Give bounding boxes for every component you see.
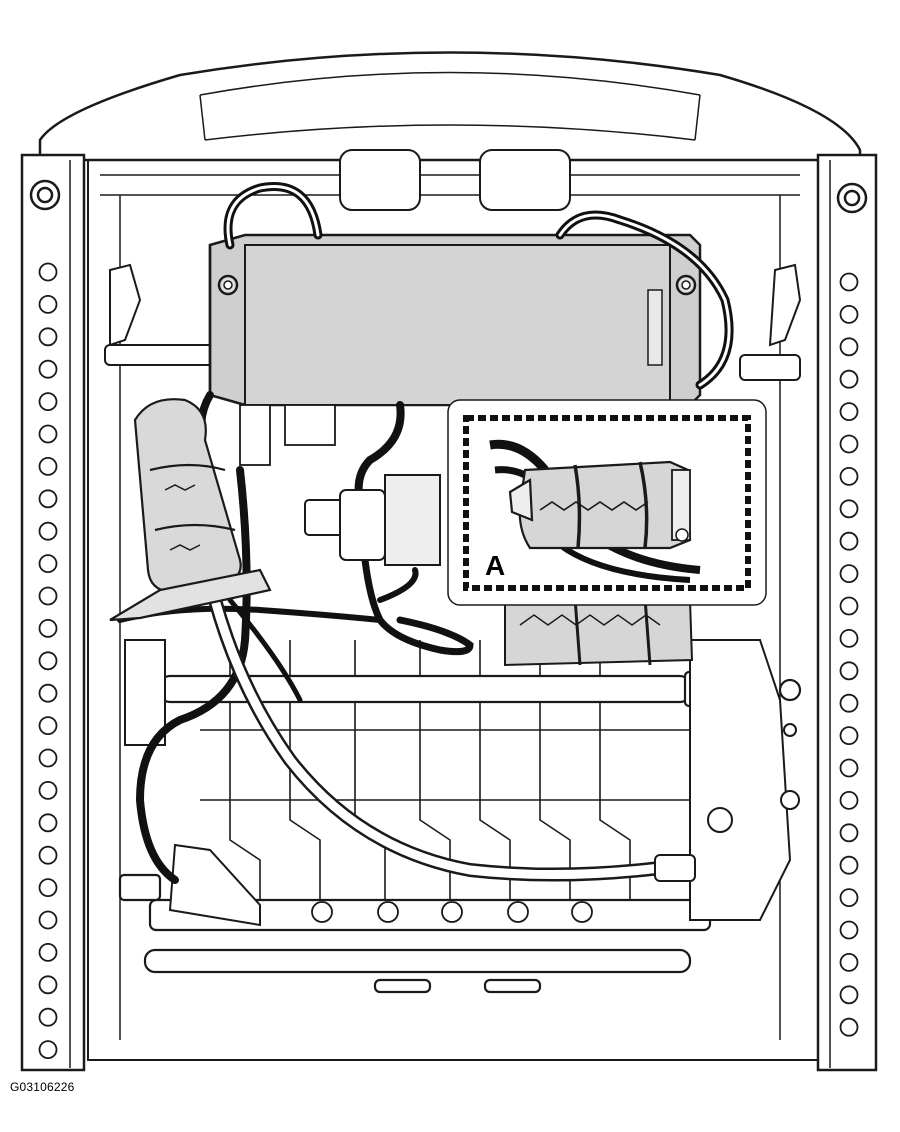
- rail-hole: [839, 434, 859, 454]
- rail-hole: [839, 953, 859, 972]
- rail-hole: [839, 661, 859, 681]
- rail-hole: [38, 424, 58, 444]
- rail-hole: [38, 456, 58, 476]
- rail-hole: [38, 619, 58, 638]
- rail-hole: [38, 489, 58, 509]
- inner-frame: [87, 149, 819, 1061]
- rail-hole: [38, 521, 58, 541]
- detail-callout-box: A: [447, 399, 767, 606]
- rail-hole: [839, 726, 859, 745]
- rail-hole: [38, 1040, 58, 1059]
- bar-hole: [507, 901, 529, 923]
- rail-hole: [38, 748, 58, 768]
- rail-hole: [38, 651, 58, 671]
- bar-hole: [377, 901, 399, 923]
- rail-hole: [839, 272, 859, 292]
- rail-hole: [839, 1017, 859, 1037]
- rail-hole: [38, 683, 58, 703]
- rail-hole: [38, 845, 58, 865]
- rail-hole: [38, 1007, 58, 1027]
- figure-id: G03106226: [10, 1080, 75, 1094]
- control-module-icon: [208, 233, 702, 466]
- connector-detail-icon: [489, 439, 701, 583]
- rail-hole: [839, 629, 859, 648]
- right-rail-holes: [839, 272, 859, 1037]
- seat-back-top-cover: [38, 51, 862, 162]
- rail-hole: [38, 262, 58, 282]
- rail-hole: [839, 791, 859, 810]
- rail-hole: [839, 564, 859, 583]
- rail-hole: [38, 294, 58, 314]
- rail-hole: [38, 813, 58, 833]
- rail-hole: [38, 359, 58, 379]
- rail-hole: [839, 304, 859, 324]
- rail-hole: [38, 975, 58, 995]
- left-rail-holes: [38, 262, 58, 1059]
- rail-hole: [38, 716, 58, 735]
- rail-hole: [38, 910, 58, 930]
- rail-hole: [839, 985, 859, 1005]
- rail-hole: [38, 327, 58, 347]
- rail-hole: [38, 554, 58, 573]
- wiring-harness-icon: [117, 182, 734, 884]
- callout-label: A: [485, 550, 505, 581]
- rail-hole: [839, 531, 859, 551]
- side-brackets: [104, 263, 802, 381]
- rail-hole: [839, 402, 859, 422]
- bar-hole: [441, 901, 463, 923]
- rail-hole: [839, 758, 859, 778]
- left-connector-icon: [109, 398, 272, 622]
- right-lower-bracket: [689, 639, 800, 921]
- rail-hole: [839, 823, 859, 843]
- bar-hole: [311, 901, 333, 923]
- rail-hole: [839, 337, 859, 357]
- rail-hole: [38, 392, 58, 412]
- bar-hole: [571, 901, 593, 923]
- left-frame-rail: [20, 153, 86, 1072]
- rail-hole: [839, 693, 859, 713]
- rail-hole: [38, 878, 58, 897]
- rail-hole: [839, 920, 859, 940]
- rail-hole: [839, 855, 859, 875]
- middle-connector-icon: [304, 474, 441, 566]
- rail-hole: [38, 781, 58, 800]
- rail-hole: [839, 596, 859, 616]
- rail-hole: [839, 466, 859, 486]
- sheathed-cable-icon: [208, 593, 696, 882]
- installed-connector-icon: [504, 597, 694, 667]
- rail-hole: [839, 499, 859, 519]
- rail-hole: [839, 369, 859, 389]
- lower-bar-holes: [311, 901, 593, 923]
- lower-frame-bars: [118, 873, 712, 994]
- rail-hole: [839, 888, 859, 907]
- rail-hole: [38, 943, 58, 962]
- rail-hole: [38, 586, 58, 606]
- left-lower-bracket: [124, 639, 261, 927]
